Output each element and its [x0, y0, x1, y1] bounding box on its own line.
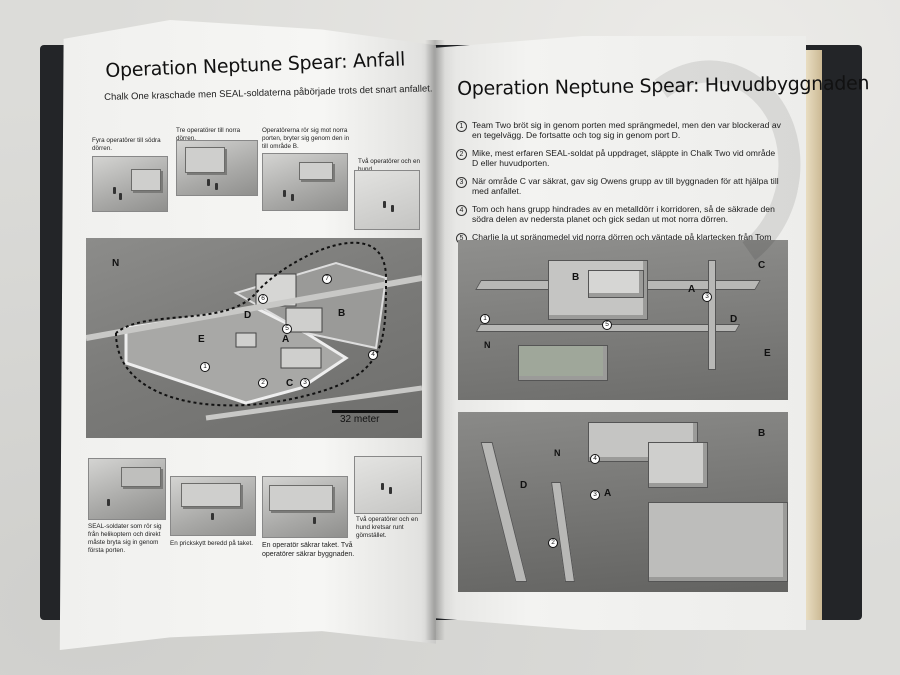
illustration-north-door [176, 140, 258, 196]
map-marker-7: 7 [322, 274, 332, 284]
render-bottom-north-label: N [554, 448, 561, 458]
map-area-d: D [244, 310, 252, 321]
render-bottom-area-d: D [520, 480, 528, 491]
render-top-area-c: C [758, 260, 766, 271]
illustration-roof [262, 476, 348, 538]
map-north-label: N [112, 258, 120, 269]
bottom-caption-2: En prickskytt beredd på taket. [170, 540, 253, 547]
map-scale-label: 32 meter [340, 414, 380, 425]
render-top-area-e: E [764, 348, 771, 359]
bottom-caption-4: Två operatörer och en hund kretsar runt … [356, 516, 418, 539]
render-bottom-marker-4: 4 [590, 454, 600, 464]
map-area-e: E [198, 334, 205, 345]
map-scale-bar [332, 410, 398, 413]
map-marker-3: 3 [300, 378, 310, 388]
top-caption-1: Fyra operatörer till södra dörren. [92, 137, 161, 152]
bottom-caption-3: En operatör säkrar taket. Två operatörer… [262, 542, 355, 558]
book-gutter [425, 40, 445, 640]
render-top-area-b: B [572, 272, 580, 283]
compound-render-bottom: B D A 2 3 4 N [458, 412, 788, 592]
render-bottom-marker-2: 2 [548, 538, 558, 548]
map-area-a: A [282, 334, 290, 345]
illustration-helicopter [88, 458, 166, 520]
render-bottom-area-a: A [604, 488, 612, 499]
compound-map-drawing [86, 241, 422, 421]
map-marker-4: 4 [368, 350, 378, 360]
map-marker-2: 2 [258, 378, 268, 388]
compound-map: N A B C D E 1 2 3 4 5 6 7 [86, 238, 422, 438]
map-marker-1: 1 [200, 362, 210, 372]
render-bottom-marker-3: 3 [590, 490, 600, 500]
illustration-south-door [92, 156, 168, 212]
illustration-perimeter [354, 456, 422, 514]
render-top-marker-3: 3 [702, 292, 712, 302]
render-top-north-label: N [484, 340, 491, 350]
top-caption-2: Tre operatörer till norra dörren. [176, 127, 241, 142]
bottom-caption-1: SEAL-soldater som rör sig från helikopte… [88, 523, 162, 554]
render-top-area-d: D [730, 314, 738, 325]
render-top-area-a: A [688, 284, 696, 295]
map-area-c: C [286, 378, 294, 389]
render-top-marker-5: 5 [602, 320, 612, 330]
illustration-north-gate [262, 153, 348, 211]
top-caption-4: Två operatörer och en hund [358, 158, 420, 173]
map-area-b: B [338, 308, 346, 319]
illustration-dog-team [354, 170, 420, 230]
illustration-sniper [170, 476, 256, 536]
map-marker-5: 5 [282, 324, 292, 334]
render-bottom-area-b: B [758, 428, 766, 439]
compound-render-top: B A D E C 1 3 5 N [458, 240, 788, 400]
map-marker-6: 6 [258, 294, 268, 304]
top-caption-3: Operatörerna rör sig mot norra porten, b… [262, 127, 350, 150]
render-top-marker-1: 1 [480, 314, 490, 324]
